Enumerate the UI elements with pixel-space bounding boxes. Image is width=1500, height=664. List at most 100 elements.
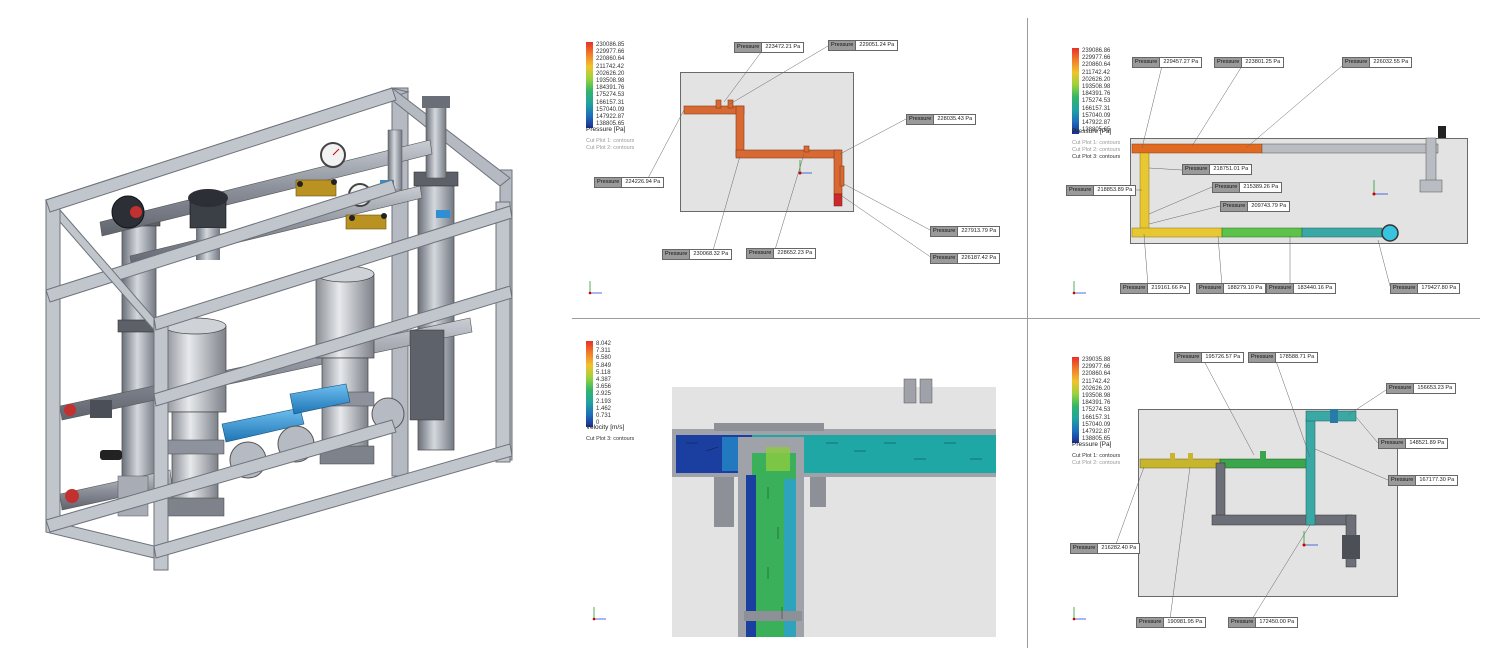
legend-value: 184391.76 (1082, 400, 1111, 407)
cut-plot-1-label: Cut Plot 1: contours (586, 138, 635, 144)
cut-plot-3-label: Cut Plot 3: contours (586, 436, 635, 442)
corner-axis-triad (588, 281, 602, 295)
legend-value: 147922.87 (596, 113, 625, 120)
legend-value: 229977.66 (1082, 364, 1111, 371)
cut-plot-2-label: Cut Plot 2: contours (586, 145, 635, 151)
axis-triad (798, 160, 812, 175)
legend-colorbar (1072, 48, 1079, 134)
legend-value: 138805.65 (1082, 436, 1111, 443)
cut-plot-3-label: Cut Plot 3: contours (1072, 154, 1121, 160)
legend-value: 184391.76 (596, 85, 625, 92)
divider-horizontal (572, 318, 1480, 319)
divider-vertical (1027, 18, 1028, 648)
legend-value: 211742.42 (1082, 378, 1110, 385)
legend-value: 1.462 (596, 405, 612, 412)
legend-value: 138805.65 (596, 121, 625, 128)
plot-area (680, 72, 854, 212)
legend-value: 230086.85 (596, 42, 625, 48)
pipe-pressure-contour (1072, 65, 1446, 295)
legend-value: 8.042 (596, 341, 612, 347)
legend-value: 220860.64 (1082, 62, 1111, 69)
legend-unit: Pressure [Pa] (586, 126, 626, 133)
legend-value: 166157.31 (1082, 414, 1111, 421)
legend-value: 202626.20 (596, 70, 625, 77)
legend-value: 202626.20 (1082, 385, 1111, 392)
legend-value: 157040.09 (1082, 112, 1111, 119)
legend-value: 229977.66 (1082, 55, 1111, 62)
legend-value: 239086.86 (1082, 48, 1111, 54)
corner-axis-triad (1072, 281, 1086, 295)
legend-colorbar (586, 42, 593, 128)
legend-value: 2.193 (596, 398, 612, 405)
legend-value: 175274.53 (1082, 407, 1111, 414)
legend-value: 193508.98 (596, 77, 625, 84)
frame-front (45, 87, 513, 571)
legend-colorbar (1072, 357, 1079, 443)
legend-value: 5.118 (596, 369, 611, 376)
legend-value: 175274.53 (1082, 98, 1111, 105)
legend-value: 2.925 (596, 391, 612, 398)
legend-colorbar (586, 341, 593, 427)
legend-value: 193508.98 (1082, 392, 1111, 399)
velocity-vectors (686, 442, 982, 619)
legend-value: 193508.98 (1082, 83, 1111, 90)
legend-value: 157040.09 (596, 106, 625, 113)
legend-value: 202626.20 (1082, 76, 1111, 83)
legend-unit: Velocity [m/s] (586, 424, 625, 431)
skid-drawing (44, 86, 513, 571)
legend-value: 147922.87 (1082, 119, 1111, 126)
legend-value: 157040.09 (1082, 421, 1111, 428)
legend-value: 5.849 (596, 362, 612, 369)
legend-value: 211742.42 (596, 63, 624, 70)
legend-value: 220860.64 (596, 56, 625, 63)
legend-value: 239035.88 (1082, 357, 1111, 363)
legend-value: 0.731 (596, 412, 612, 419)
plot-area (1130, 138, 1468, 244)
legend-unit: Pressure [Pa] (1072, 441, 1112, 448)
corner-axis-triad (1072, 607, 1086, 621)
corner-axis-triad (592, 607, 606, 621)
legend-value: 6.580 (596, 355, 612, 362)
cut-plot-2-label: Cut Plot 2: contours (1072, 460, 1121, 466)
legend-value: 147922.87 (1082, 428, 1111, 435)
axis-triad (1302, 531, 1318, 547)
axis-triad (1372, 180, 1388, 196)
legend-value: 211742.42 (1082, 69, 1110, 76)
legend-value: 166157.31 (1082, 105, 1111, 112)
pipe-pressure-contour (588, 45, 933, 295)
legend-value: 220860.64 (1082, 371, 1111, 378)
tee-velocity-contour (592, 378, 996, 637)
legend-value: 3.656 (596, 384, 612, 391)
cut-plot-1-label: Cut Plot 1: contours (1072, 453, 1121, 459)
legend-value: 138805.65 (1082, 127, 1111, 134)
